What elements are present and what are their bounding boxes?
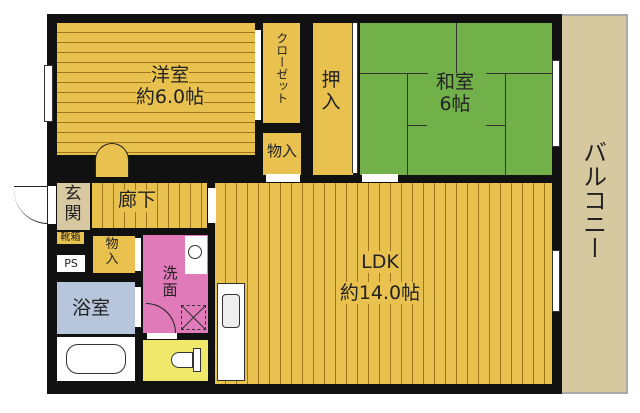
window: [552, 250, 560, 312]
front-door-frame: [48, 186, 56, 224]
entrance: [57, 183, 90, 230]
window: [44, 65, 53, 122]
washbasin-icon: [188, 245, 202, 259]
bathtub-icon: [66, 344, 126, 374]
front-door[interactable]: [14, 186, 48, 224]
toilet-tank-icon: [193, 348, 201, 372]
washroom-label: 洗面: [162, 264, 178, 300]
ldk-label: LDK 約14.0帖: [320, 251, 440, 312]
toilet-door[interactable]: [147, 333, 177, 339]
hallway-door[interactable]: [95, 143, 129, 177]
ldk-name: LDK: [361, 251, 399, 273]
balcony-label: バルコニー: [578, 140, 607, 260]
window: [552, 60, 560, 147]
closet-label: クローゼット: [274, 32, 289, 104]
storage-small-door[interactable]: [135, 238, 141, 271]
toilet-icon: [171, 352, 193, 368]
closet-door[interactable]: [255, 30, 261, 120]
sink-icon: [222, 294, 240, 328]
bathroom-label: 浴室: [72, 297, 111, 319]
bathtub: [57, 337, 135, 381]
closet: [263, 23, 300, 123]
toilet-room: [143, 340, 208, 381]
storage-small: [93, 236, 135, 273]
western-room-label: 洋室約6.0帖: [110, 64, 230, 109]
storage-small-label: 物入: [105, 237, 119, 267]
storage-top-label: 物入: [266, 142, 297, 160]
washing-machine-icon: [181, 305, 206, 330]
kitchen-counter: [217, 283, 245, 381]
ps-label: PS: [57, 255, 85, 272]
japanese-room-door[interactable]: [362, 174, 398, 182]
oshiire-sliding-door[interactable]: [352, 23, 358, 173]
japanese-room: [360, 23, 552, 175]
hallway-label: 廊下: [118, 189, 157, 212]
bathroom: [57, 282, 135, 334]
bathroom-door[interactable]: [135, 287, 141, 327]
oshiire-label: 押入: [321, 69, 341, 113]
shoe-box-label: 靴箱: [57, 232, 84, 244]
ldk-door[interactable]: [208, 188, 216, 223]
entrance-label: 玄関: [64, 184, 82, 224]
japanese-room-name: 和室: [435, 71, 474, 93]
oshiire: [313, 23, 353, 175]
storage-top: [263, 133, 301, 175]
japanese-room-size: 6帖: [439, 92, 471, 115]
ldk-size: 約14.0帖: [339, 281, 421, 304]
western-room-name: 洋室: [150, 64, 189, 86]
storage-top-door[interactable]: [266, 174, 300, 182]
western-room-size: 約6.0帖: [135, 85, 205, 108]
